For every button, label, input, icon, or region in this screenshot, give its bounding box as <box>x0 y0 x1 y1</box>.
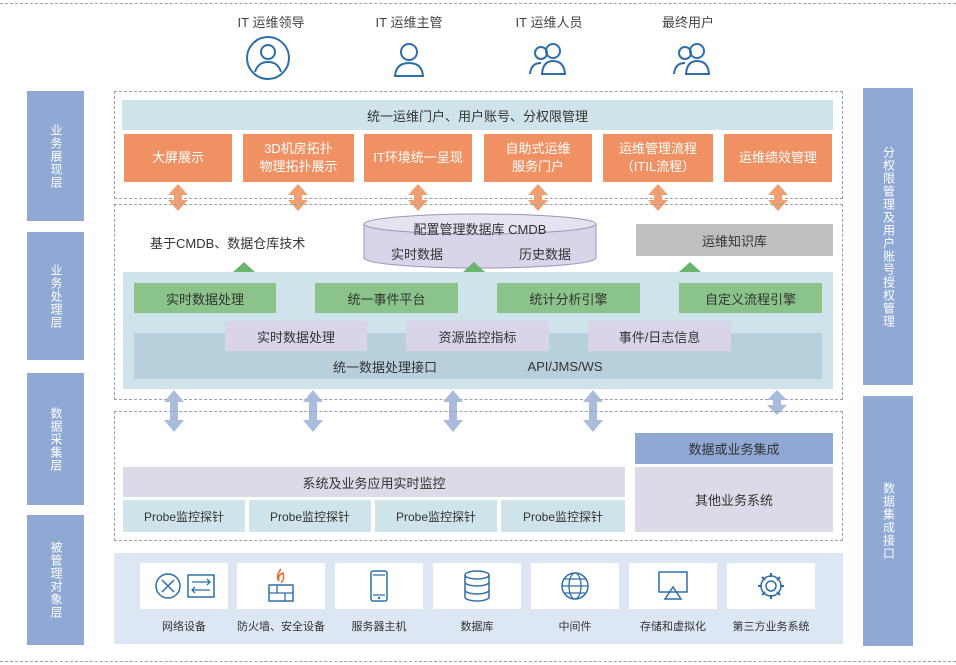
data-integration-box: 数据或业务集成 <box>635 433 833 464</box>
module-self-service: 自助式运维 服务门户 <box>484 134 592 182</box>
users-icon <box>529 43 567 75</box>
user-circle-icon <box>246 36 290 80</box>
layer-data-integration: 数据集成接口 <box>863 396 913 646</box>
cmdb-cylinder <box>363 213 597 269</box>
user-label-it-manager: IT 运维主管 <box>375 15 443 30</box>
module-big-screen: 大屏展示 <box>124 134 232 182</box>
gear-icon <box>758 573 784 599</box>
storage-icon <box>658 571 688 600</box>
unified-data-interface: 统一数据处理接口 <box>332 359 437 375</box>
cmdb-realtime-data: 实时数据 <box>390 246 443 262</box>
device-label-network: 网络设备 <box>162 621 206 633</box>
realtime-monitoring: 系统及业务应用实时监控 <box>123 467 625 497</box>
cmdb-basis-text: 基于CMDB、数据仓库技术 <box>150 236 306 251</box>
other-business-systems: 其他业务系统 <box>635 467 833 532</box>
device-label-third-party: 第三方业务系统 <box>732 621 810 633</box>
layer-collection: 数据采集层 <box>27 373 84 505</box>
layer-managed-objects: 被管理对象层 <box>27 515 84 645</box>
module-performance: 运维绩效管理 <box>724 134 832 182</box>
device-server <box>335 563 423 609</box>
sub-realtime-processing: 实时数据处理 <box>225 321 367 351</box>
probe-2: Probe监控探针 <box>249 500 371 532</box>
cmdb-history-data: 历史数据 <box>518 246 571 262</box>
module-it-environment: IT环境统一呈现 <box>364 134 472 182</box>
device-label-storage: 存储和虚拟化 <box>640 621 706 633</box>
firewall-icon <box>268 568 294 602</box>
collection-region <box>114 411 843 541</box>
bottom-separator <box>0 661 956 662</box>
layer-presentation: 业务展现层 <box>27 91 84 221</box>
device-label-middleware: 中间件 <box>558 621 592 633</box>
layer-processing: 业务处理层 <box>27 232 84 360</box>
probe-4: Probe监控探针 <box>501 500 625 532</box>
portal-title: 统一运维门户、用户账号、分权限管理 <box>122 100 833 130</box>
probe-3: Probe监控探针 <box>375 500 497 532</box>
protocols-label: API/JMS/WS <box>527 358 603 374</box>
knowledge-base: 运维知识库 <box>636 224 833 256</box>
device-middleware <box>531 563 619 609</box>
probe-1: Probe监控探针 <box>123 500 245 532</box>
user-icon <box>393 43 425 77</box>
layer-permission-management: 分权限管理及用户账号授权管理 <box>863 88 913 385</box>
user-label-end-user: 最终用户 <box>661 15 714 30</box>
engine-custom-workflow: 自定义流程引擎 <box>679 283 822 313</box>
device-database <box>433 563 521 609</box>
database-icon <box>464 570 490 602</box>
sub-event-log: 事件/日志信息 <box>588 321 731 351</box>
engine-realtime-processing: 实时数据处理 <box>134 283 276 313</box>
users-icon <box>673 43 711 75</box>
top-separator <box>0 3 956 4</box>
globe-icon <box>561 572 589 600</box>
processing-region <box>114 204 843 400</box>
cmdb-title: 配置管理数据库 CMDB <box>413 221 547 237</box>
device-network <box>140 563 228 609</box>
engine-event-platform: 统一事件平台 <box>315 283 458 313</box>
network-icon <box>155 573 215 599</box>
user-label-it-staff: IT 运维人员 <box>515 15 583 30</box>
module-3d-topology: 3D机房拓扑 物理拓扑展示 <box>243 134 354 182</box>
device-third-party <box>727 563 815 609</box>
device-label-database: 数据库 <box>460 621 494 633</box>
server-icon <box>370 570 388 602</box>
device-label-server: 服务器主机 <box>351 621 407 633</box>
user-label-it-leader: IT 运维领导 <box>237 15 305 30</box>
sub-resource-metrics: 资源监控指标 <box>406 321 549 351</box>
module-itil-process: 运维管理流程 （ITIL流程） <box>603 134 713 182</box>
device-firewall <box>237 563 325 609</box>
engine-statistics-analysis: 统计分析引擎 <box>497 283 640 313</box>
presentation-region <box>114 91 843 199</box>
device-label-firewall: 防火墙、安全设备 <box>237 621 325 633</box>
device-storage <box>629 563 717 609</box>
